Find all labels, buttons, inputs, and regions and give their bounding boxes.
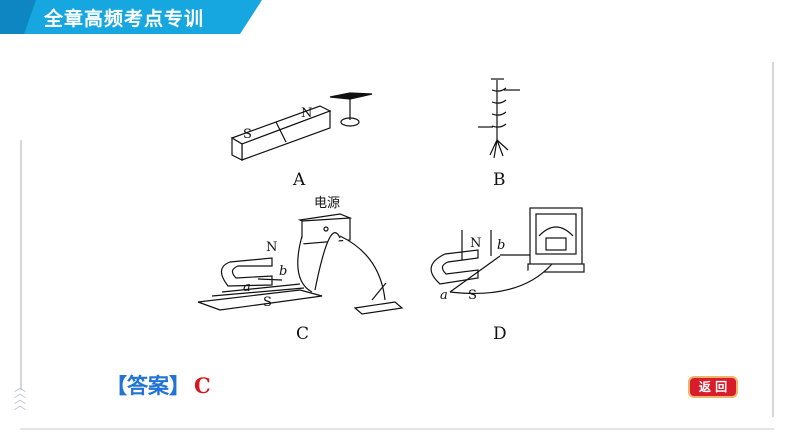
figure-d-pole-n: N [470,236,482,251]
answer-value: C [194,373,211,398]
figure-d-wire-a: a [440,288,448,303]
figure-c-pole-s: S [263,295,272,310]
left-border-line [20,140,22,390]
figure-a-pole-n: N [301,106,313,121]
figure-d-wire-b: b [497,238,506,253]
figure-c-label: C [296,324,310,344]
figure-c-pole-n: N [266,240,278,255]
figure-c-wire-b: b [279,264,288,279]
figure-b-label: B [493,170,506,190]
header-banner [0,0,262,34]
figure-d-pole-s: S [468,288,477,303]
figure-a-label: A [293,170,306,190]
back-button[interactable]: 返 回 [688,376,738,398]
section-title: 全章高频考点专训 [44,8,205,30]
bottom-divider [20,428,774,430]
figure-c-wire-a: a [243,280,251,295]
answer-line: 【答案】C [106,370,211,400]
figure-d-label: D [493,324,507,344]
answer-prefix: 【答案】 [106,374,190,398]
figure-c-power-label: 电源 [314,196,341,211]
figure-a-pole-s: S [243,127,252,142]
right-border-line [772,62,774,417]
